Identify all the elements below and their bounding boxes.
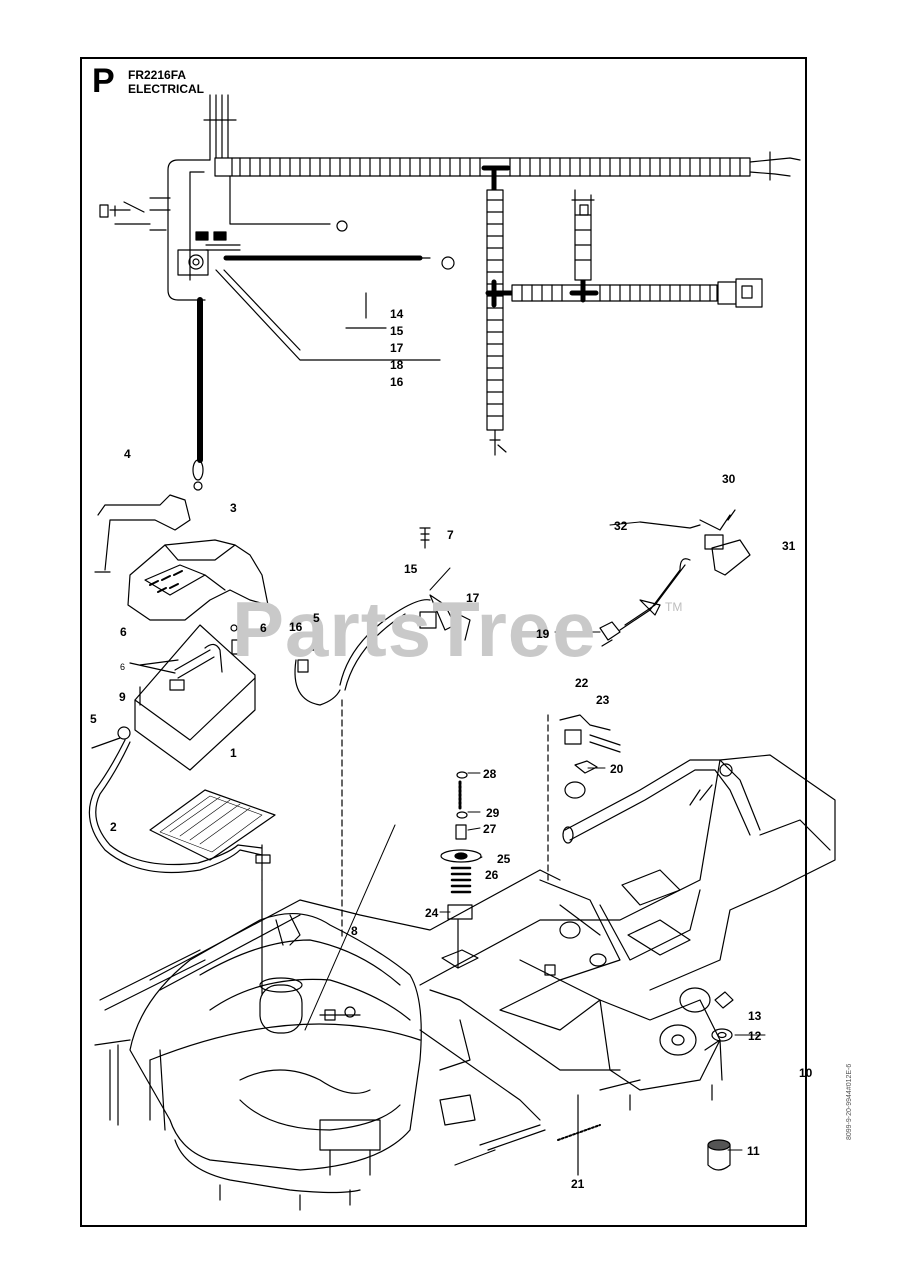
callout-20: 20 bbox=[610, 762, 624, 776]
harness-corrugation bbox=[239, 157, 741, 177]
callout-5b: 5 bbox=[90, 712, 97, 726]
chassis-frame bbox=[99, 714, 836, 1176]
callout-19: 19 bbox=[536, 627, 550, 641]
callout-28: 28 bbox=[483, 767, 497, 781]
diagram-frame bbox=[80, 57, 807, 1227]
callout-27: 27 bbox=[483, 822, 497, 836]
callout-4: 4 bbox=[124, 447, 131, 461]
callout-9: 9 bbox=[119, 690, 126, 704]
callout-31: 31 bbox=[782, 539, 796, 553]
callout-13: 13 bbox=[748, 1009, 762, 1023]
callout-25: 25 bbox=[497, 852, 511, 866]
callout-7: 7 bbox=[447, 528, 454, 542]
battery-assembly bbox=[88, 494, 341, 881]
callout-11: 11 bbox=[747, 1144, 760, 1158]
page-letter: P bbox=[92, 62, 115, 100]
callout-8: 8 bbox=[351, 924, 358, 938]
callout-5: 5 bbox=[313, 611, 320, 625]
callout-32: 32 bbox=[614, 519, 628, 533]
callout-6: 6 bbox=[120, 625, 127, 639]
side-reference-code: 8099-9-20-9944#012E-6 bbox=[846, 1063, 853, 1140]
callout-22: 22 bbox=[575, 676, 589, 690]
watermark-tm: TM bbox=[665, 600, 683, 614]
wiring-harness bbox=[99, 94, 801, 491]
callout-29: 29 bbox=[486, 806, 500, 820]
callout-6b: 6 bbox=[260, 621, 267, 635]
callout-10: 10 bbox=[799, 1066, 813, 1080]
callout-12: 12 bbox=[748, 1029, 762, 1043]
callout-2: 2 bbox=[110, 820, 117, 834]
callout-24: 24 bbox=[425, 906, 439, 920]
watermark: PartsTree bbox=[232, 585, 597, 673]
callout-21: 21 bbox=[571, 1177, 585, 1191]
callout-30: 30 bbox=[722, 472, 736, 486]
callout-16b: 16 bbox=[289, 620, 303, 634]
callout-15b: 15 bbox=[404, 562, 418, 576]
callout-17b: 17 bbox=[466, 591, 480, 605]
section-title: ELECTRICAL bbox=[128, 82, 204, 96]
model-number: FR2216FA bbox=[128, 68, 187, 82]
callout-15: 15 bbox=[390, 324, 404, 338]
engine bbox=[94, 879, 422, 1211]
callout-18: 18 bbox=[390, 358, 404, 372]
model-title: FR2216FA ELECTRICAL bbox=[128, 68, 204, 96]
callout-16: 16 bbox=[390, 375, 404, 389]
callout-6c: 6 bbox=[120, 662, 126, 672]
callout-1: 1 bbox=[230, 746, 237, 760]
callout-14: 14 bbox=[390, 307, 404, 321]
ignition-cable bbox=[339, 527, 471, 941]
callout-3: 3 bbox=[230, 501, 237, 515]
leader-lines bbox=[304, 521, 766, 1151]
safety-switch-assembly bbox=[599, 509, 751, 647]
callout-23: 23 bbox=[596, 693, 610, 707]
callout-17: 17 bbox=[390, 341, 404, 355]
callout-26: 26 bbox=[485, 868, 499, 882]
spring-stack bbox=[440, 771, 482, 969]
